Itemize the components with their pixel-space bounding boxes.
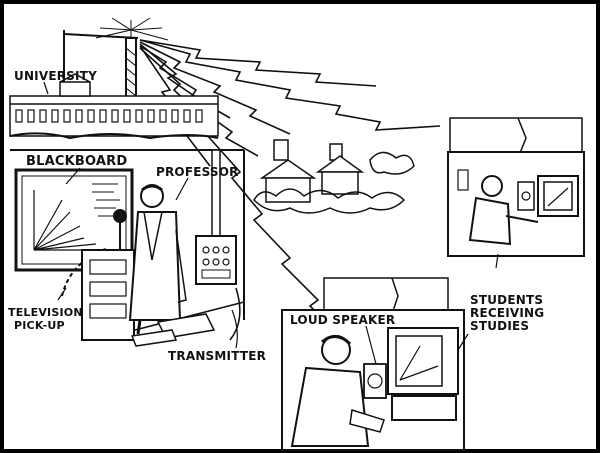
loudspeaker-pointer bbox=[365, 325, 377, 365]
label-professor: PROFESSOR bbox=[156, 165, 239, 179]
village bbox=[253, 139, 415, 214]
students-pointer-down bbox=[457, 333, 469, 351]
transmitter-pointer bbox=[231, 309, 238, 349]
students-pointer-up bbox=[495, 253, 499, 269]
blackboard-pointer bbox=[65, 167, 81, 185]
label-students-line3: STUDIES bbox=[470, 319, 529, 333]
desk-books bbox=[130, 313, 216, 347]
label-television-pickup-line1: TELEVISION bbox=[8, 306, 83, 319]
pointer-lines bbox=[43, 81, 499, 365]
label-loud-speaker: LOUD SPEAKER bbox=[290, 313, 395, 327]
label-students-line1: STUDENTS bbox=[470, 293, 543, 307]
university-pointer bbox=[43, 81, 49, 95]
label-transmitter: TRANSMITTER bbox=[168, 349, 266, 363]
university-building bbox=[9, 73, 219, 140]
receiving-room-upper bbox=[447, 117, 585, 257]
receiving-room-lower bbox=[281, 277, 465, 451]
label-students-line2: RECEIVING bbox=[470, 306, 544, 320]
professor-pointer bbox=[175, 177, 189, 201]
television-pickup-camera bbox=[61, 209, 135, 341]
label-university: UNIVERSITY bbox=[14, 69, 97, 83]
transmitter bbox=[195, 235, 241, 341]
pickup-pointer bbox=[57, 287, 67, 301]
label-blackboard: BLACKBOARD bbox=[26, 154, 127, 169]
label-television-pickup-line2: PICK-UP bbox=[14, 319, 65, 332]
